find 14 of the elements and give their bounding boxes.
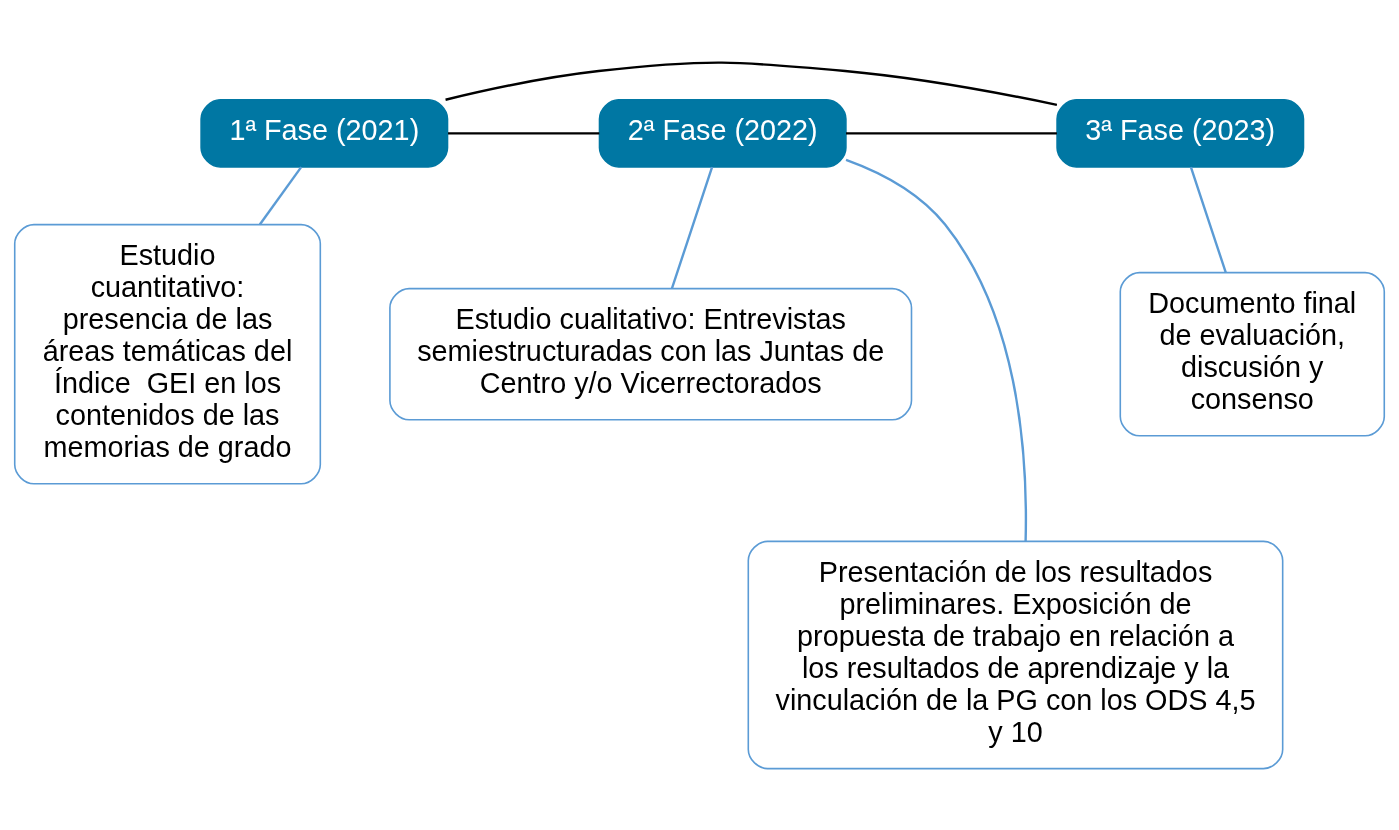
connector xyxy=(845,158,1028,541)
node-box: Documento final de evaluación, discusión y consenso xyxy=(1119,271,1386,437)
node-box: 1ª Fase (2021) xyxy=(200,98,449,168)
node-box: Estudio cualitativo: Entrevistas semiestructuradas con las Juntas de Centro y/o Vicerrectorados xyxy=(389,287,913,421)
node-box: 2ª Fase (2022) xyxy=(598,98,847,168)
connector xyxy=(670,166,714,289)
connector xyxy=(1189,166,1227,273)
connector xyxy=(258,165,303,225)
node-box: 3ª Fase (2023) xyxy=(1056,98,1305,168)
node-box: Presentación de los resultados preliminares. Exposición de propuesta de trabajo en relación a los resultados de aprendizaje y la vinculación de la PG con los ODS 4,5 y 10 xyxy=(747,540,1284,769)
node-box: Estudio cuantitativo: presencia de las áreas temáticas del Índice GEI en los contenidos de las memorias de grado xyxy=(13,223,322,485)
connector xyxy=(445,60,1058,106)
connector xyxy=(448,131,600,135)
connector xyxy=(846,131,1057,135)
